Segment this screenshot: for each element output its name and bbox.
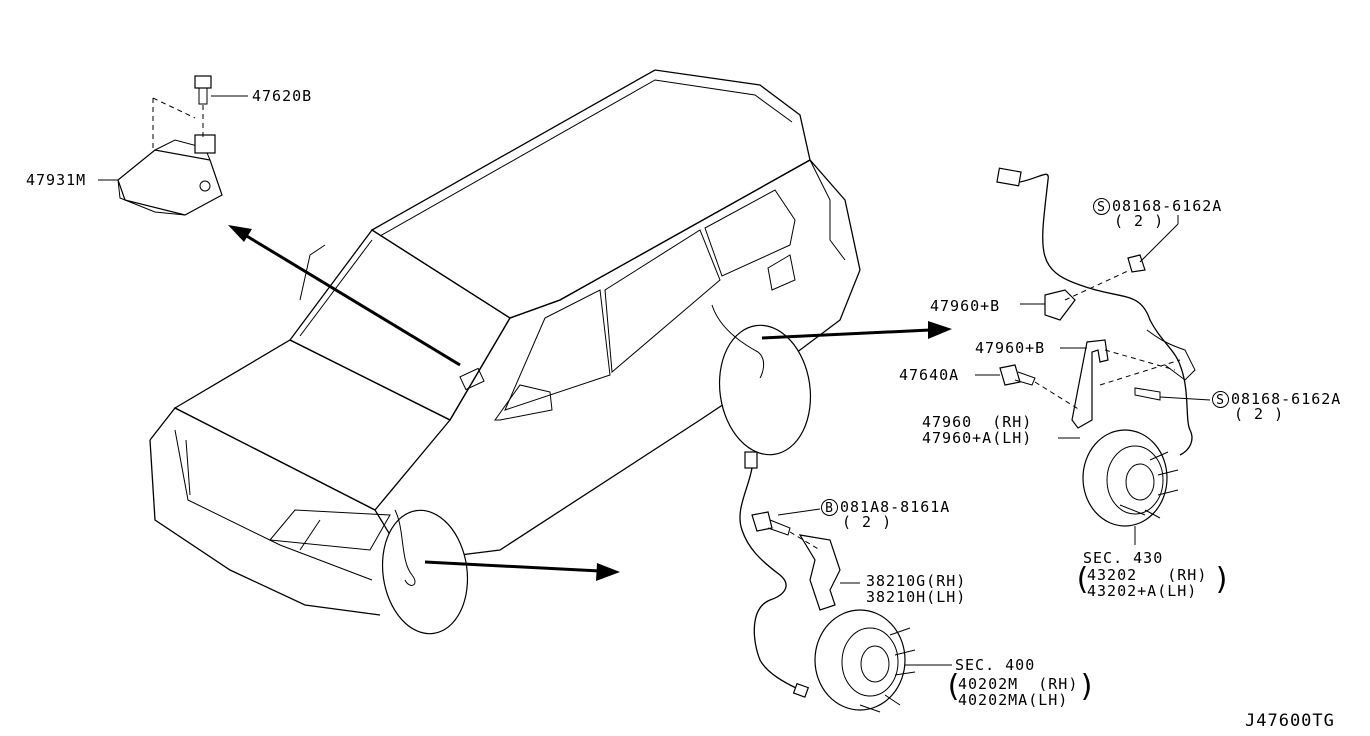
bracket-paren: ) xyxy=(1213,562,1232,597)
callout-code: 08168-6162A xyxy=(1231,390,1342,408)
callout-code: 08168-6162A xyxy=(1112,197,1223,215)
callout-sec-400: SEC. 400 xyxy=(955,656,1036,674)
bracket-paren: ) xyxy=(1078,669,1097,704)
callout-qty: ( 2 ) xyxy=(1234,405,1285,423)
symbol-s-icon: S xyxy=(1212,391,1229,408)
callout-43202-rh: 43202 (RH) xyxy=(1087,566,1208,584)
callout-qty: ( 2 ) xyxy=(842,513,893,531)
callout-qty: ( 2 ) xyxy=(1114,212,1165,230)
callout-sec-430: SEC. 430 xyxy=(1083,549,1164,567)
callout-47960a-lh: 47960+A(LH) xyxy=(922,429,1033,447)
callout-47931m: 47931M xyxy=(26,171,87,189)
bracket-paren: ( xyxy=(1073,562,1092,597)
yaw-sensor-drawing xyxy=(98,75,248,216)
callout-40202m-rh: 40202M (RH) xyxy=(958,675,1079,693)
callout-47960-rh: 47960 (RH) xyxy=(922,413,1033,431)
pointer-arrows xyxy=(228,225,952,581)
callout-38210g-rh: 38210G(RH) xyxy=(866,572,967,590)
symbol-b-icon: B xyxy=(821,499,838,516)
callout-40202ma-lh: 40202MA(LH) xyxy=(958,691,1069,709)
callout-47960b-2: 47960+B xyxy=(975,339,1046,357)
front-sensor-drawing xyxy=(739,451,952,713)
callout-code: 081A8-8161A xyxy=(840,498,951,516)
callout-43202a-lh: 43202+A(LH) xyxy=(1087,582,1198,600)
callout-47960b-1: 47960+B xyxy=(930,297,1001,315)
callout-47620b: 47620B xyxy=(252,87,313,105)
vehicle-outline xyxy=(149,69,861,635)
symbol-s-icon: S xyxy=(1093,198,1110,215)
bracket-paren: ( xyxy=(944,669,963,704)
callout-38210h-lh: 38210H(LH) xyxy=(866,588,967,606)
rear-sensor-drawing xyxy=(975,167,1211,545)
callout-47640a: 47640A xyxy=(899,366,960,384)
diagram-id: J47600TG xyxy=(1245,711,1335,731)
